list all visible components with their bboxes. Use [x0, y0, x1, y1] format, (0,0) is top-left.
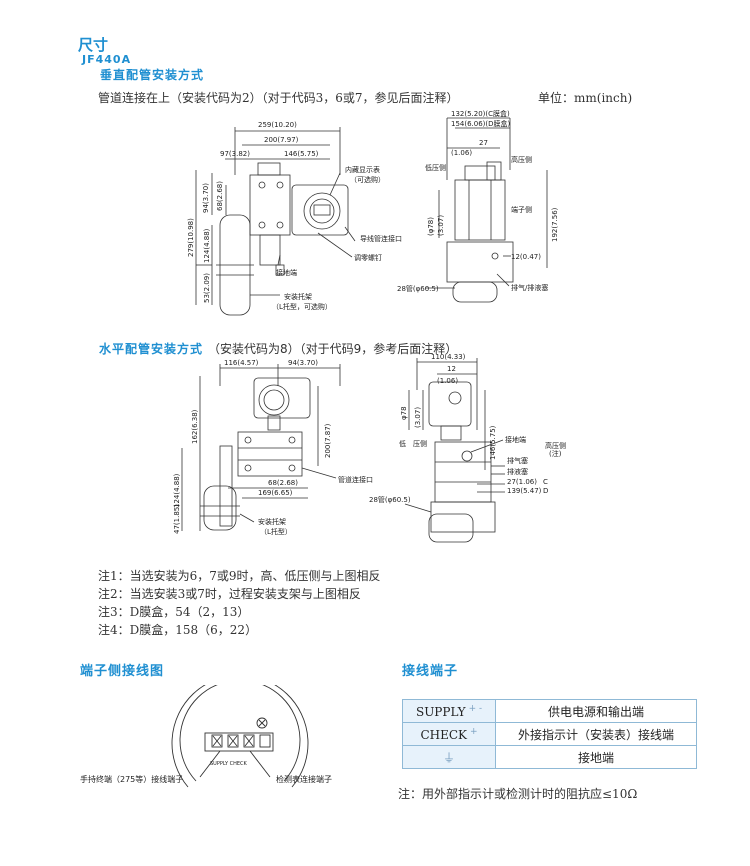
ground-icon: ⏚ — [402, 745, 496, 769]
note-3: 注3：D膜盒，54（2，13） — [98, 605, 250, 619]
terminal-key-check: CHECK+ — [402, 722, 496, 746]
label-bracket-type: （L托型，可选购） — [272, 302, 332, 311]
dim-279: 279(10.98) — [187, 218, 195, 257]
dim-hs78: φ78 — [400, 406, 408, 420]
table-row: ⏚ 接地端 — [402, 745, 697, 769]
terminal-value-check: 外接指示计（安装表）接线端 — [495, 722, 697, 746]
dim-hs139: 139(5.47) — [507, 487, 542, 495]
wiring-section-title: 端子侧接线图 — [80, 664, 165, 679]
label-display: 内藏显示表 — [345, 165, 380, 174]
model-name: JF440A — [82, 53, 132, 66]
label-low: 低压侧 — [425, 163, 446, 172]
label-hs-d: D — [543, 487, 548, 495]
label-optional: （可选购） — [350, 175, 385, 184]
label-conduit: 导线管连接口 — [360, 234, 402, 243]
wiring-right-label: 检测表连接端子 — [276, 774, 332, 784]
label-hs-ground: 接地端 — [505, 435, 526, 444]
dim-200: 200(7.97) — [264, 136, 299, 144]
dim-hs106: (1.06) — [437, 377, 458, 385]
terminal-key-supply: SUPPLY+ - — [402, 699, 496, 723]
table-row: CHECK+ 外接指示计（安装表）接线端 — [402, 722, 697, 746]
label-hs-c: C — [543, 478, 548, 486]
dim-hs27: 27(1.06) — [507, 478, 537, 486]
dim-h116: 116(4.57) — [224, 359, 259, 367]
label-hs-low: 低 压侧 — [399, 439, 427, 448]
unit-label: 单位：mm(inch) — [538, 91, 633, 105]
terminal-value-supply: 供电电源和输出端 — [495, 699, 697, 723]
dim-h162: 162(6.38) — [191, 409, 199, 444]
label-h-conduit: 管道连接口 — [338, 475, 373, 484]
terminal-footnote: 注：用外部指示计或检测计时的阻抗应≤10Ω — [398, 787, 638, 801]
vertical-section-desc: 管道连接在上（安装代码为2）（对于代码3，6或7，参见后面注释） — [98, 91, 459, 105]
vertical-front-drawing: 259(10.20) 200(7.97) 97(3.82) 146(5.75) … — [187, 121, 402, 316]
dim-h200: 200(7.87) — [324, 423, 332, 458]
table-row: SUPPLY+ - 供电电源和输出端 — [402, 699, 697, 723]
dim-hs12: 12 — [447, 365, 456, 373]
wiring-inner-label: SUPPLY CHECK — [210, 761, 248, 767]
terminal-table: SUPPLY+ - 供电电源和输出端 CHECK+ 外接指示计（安装表）接线端 … — [402, 699, 697, 769]
dim-154: 154(6.06)(D膜盒) — [451, 119, 511, 128]
vertical-side-drawing: 132(5.20)(C膜盒) 154(6.06)(D膜盒) 27 (1.06) … — [397, 110, 559, 303]
dim-h124: 124(4.88) — [173, 473, 181, 508]
wiring-left-label: 手持终端（275等）接线端子 — [80, 774, 183, 784]
label-terminal: 端子侧 — [511, 205, 532, 214]
label-high: 高压侧 — [511, 155, 532, 164]
label-h-bracket-type: （L托型） — [260, 527, 292, 536]
dim-94: 94(3.70) — [202, 183, 210, 213]
label-hs-vent: 排气塞 — [507, 456, 528, 465]
vertical-section-title: 垂直配管安装方式 — [100, 68, 205, 82]
dim-27: 27 — [479, 139, 488, 147]
note-1: 注1：当选安装为6，7或9时，高、低压侧与上图相反 — [98, 569, 381, 583]
dim-68: 68(2.68) — [216, 181, 224, 211]
note-2: 注2：当选安装3或7时，过程安装支架与上图相反 — [98, 587, 361, 601]
dim-h47: 47(1.85) — [173, 504, 181, 534]
terminal-value-ground: 接地端 — [495, 745, 697, 769]
dim-78: (φ78) — [427, 217, 435, 236]
dim-h169: 169(6.65) — [258, 489, 293, 497]
terminal-section-title: 接线端子 — [402, 664, 459, 679]
dim-192: 192(7.56) — [551, 207, 559, 242]
label-bracket: 安装托架 — [284, 292, 312, 301]
wiring-diagram: SUPPLY CHECK 手持终端（275等）接线端子 检测表连接端子 — [80, 685, 332, 788]
label-hs-note: (注) — [549, 449, 562, 458]
horizontal-section-desc: （安装代码为8）（对于代码9，参考后面注释） — [208, 342, 458, 356]
label-ground: 接地端 — [276, 268, 297, 277]
label-h-bracket: 安装托架 — [258, 517, 286, 526]
dim-h68: 68(2.68) — [268, 479, 298, 487]
dim-hs-pipe: 28管(φ60.5) — [369, 495, 411, 504]
label-zero: 调零螺钉 — [354, 253, 382, 262]
horizontal-section-title: 水平配管安装方式 — [99, 342, 204, 356]
dim-146: 146(5.75) — [284, 150, 319, 158]
page-title: 尺寸 — [78, 36, 109, 54]
dim-12: 12(0.47) — [511, 253, 541, 261]
dim-97: 97(3.82) — [220, 150, 250, 158]
label-hs-high: 高压侧 — [545, 441, 566, 450]
dim-hs307: (3.07) — [414, 407, 422, 428]
dim-hs110: 110(4.33) — [431, 353, 466, 361]
horizontal-front-drawing: 116(4.57) 94(3.70) 68(2.68) 169(6.65) 管道… — [173, 359, 373, 536]
dim-53: 53(2.09) — [203, 273, 211, 303]
dim-h94: 94(3.70) — [288, 359, 318, 367]
dim-259: 259(10.20) — [258, 121, 297, 129]
note-4: 注4：D膜盒，158（6，22） — [98, 623, 258, 637]
dim-hs146: 146(5.75) — [489, 425, 497, 460]
label-hs-drain: 排液塞 — [507, 467, 528, 476]
label-vent: 排气/排液塞 — [511, 283, 548, 292]
dim-124: 124(4.88) — [203, 228, 211, 263]
dim-pipe: 28管(φ60.5) — [397, 284, 439, 293]
dim-307: (3.07) — [437, 215, 445, 236]
horizontal-side-drawing: 110(4.33) 12 (1.06) 接地端 低 压侧 高压侧 (注) 排气塞… — [369, 353, 566, 543]
dim-132: 132(5.20)(C膜盒) — [451, 110, 510, 118]
dim-106: (1.06) — [451, 149, 472, 157]
